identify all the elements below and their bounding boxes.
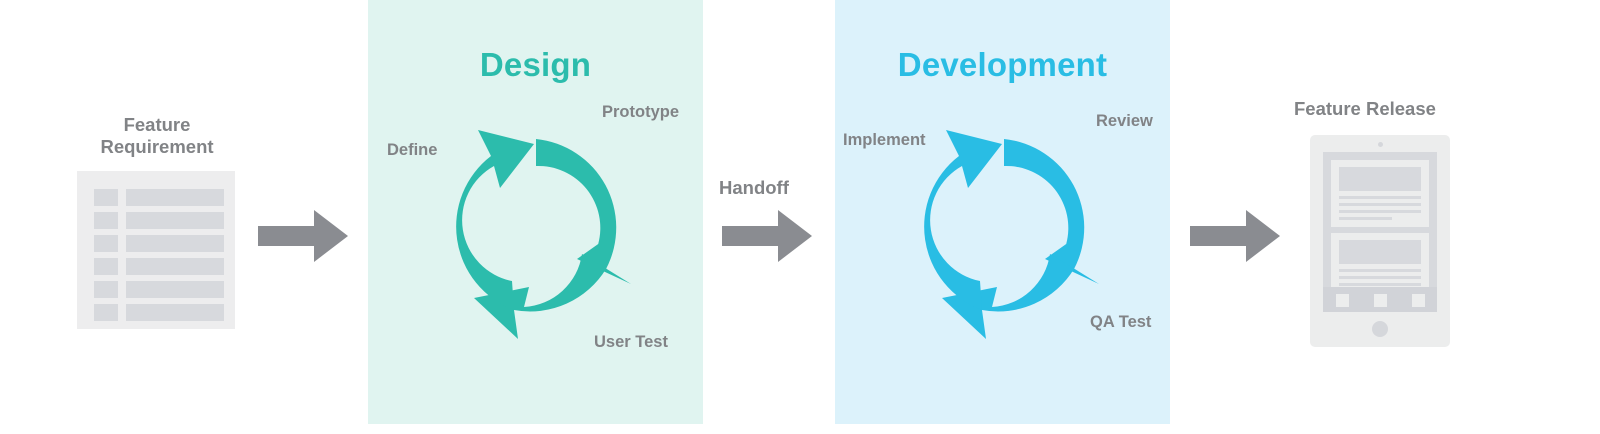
document-row-square: [94, 304, 118, 321]
document-row-bar: [126, 304, 224, 321]
tablet-tab-bar: [1323, 287, 1437, 312]
arrow-development-to-release-icon: [1190, 208, 1280, 269]
tablet-home-button: [1372, 321, 1388, 337]
document-row-bar: [126, 281, 224, 298]
document-row-bar: [126, 212, 224, 229]
cycle-node-label-review: Review: [1096, 112, 1153, 130]
tab-bar-icon: [1374, 294, 1387, 307]
feature-release-caption: Feature Release: [1294, 98, 1436, 119]
tablet-device-icon: [1310, 135, 1450, 347]
cycle-arrows-design-icon: [416, 108, 656, 348]
card-text-line: [1339, 217, 1392, 220]
document-row-square: [94, 281, 118, 298]
card-image-block: [1339, 240, 1421, 264]
card-text-line: [1339, 210, 1421, 213]
document-icon: [77, 171, 235, 329]
document-row-bar: [126, 189, 224, 206]
feature-requirement-caption: Feature Requirement: [100, 114, 214, 157]
document-row-square: [94, 235, 118, 252]
tab-bar-icon: [1336, 294, 1349, 307]
cycle-node-label-prototype: Prototype: [602, 103, 680, 121]
document-row-bar: [126, 258, 224, 275]
cycle-arrows-development-icon: [884, 108, 1124, 348]
cycle-node-label-define: Define: [387, 141, 438, 159]
screen-card: [1331, 160, 1429, 227]
document-row-square: [94, 212, 118, 229]
card-text-line: [1339, 283, 1421, 286]
card-text-line: [1339, 269, 1421, 272]
card-text-line: [1339, 196, 1421, 199]
cycle-node-label-implement: Implement: [843, 131, 926, 149]
card-text-line: [1339, 203, 1421, 206]
stage-title-design: Design: [479, 46, 592, 83]
card-text-line: [1339, 276, 1421, 279]
stage-title-development: Development: [897, 46, 1108, 83]
tablet-screen: [1323, 152, 1437, 312]
handoff-label: Handoff: [719, 177, 789, 198]
stage-panel-design: [368, 0, 703, 424]
cycle-node-label-qa-test: QA Test: [1090, 313, 1152, 331]
arrow-design-to-development-icon: [722, 208, 812, 269]
cycle-node-label-user-test: User Test: [594, 333, 668, 351]
tablet-camera-dot: [1377, 142, 1383, 147]
card-image-block: [1339, 167, 1421, 191]
document-row-bar: [126, 235, 224, 252]
document-row-square: [94, 189, 118, 206]
stage-panel-development: [835, 0, 1170, 424]
tab-bar-icon: [1412, 294, 1425, 307]
arrow-requirement-to-design-icon: [258, 208, 348, 269]
document-row-square: [94, 258, 118, 275]
